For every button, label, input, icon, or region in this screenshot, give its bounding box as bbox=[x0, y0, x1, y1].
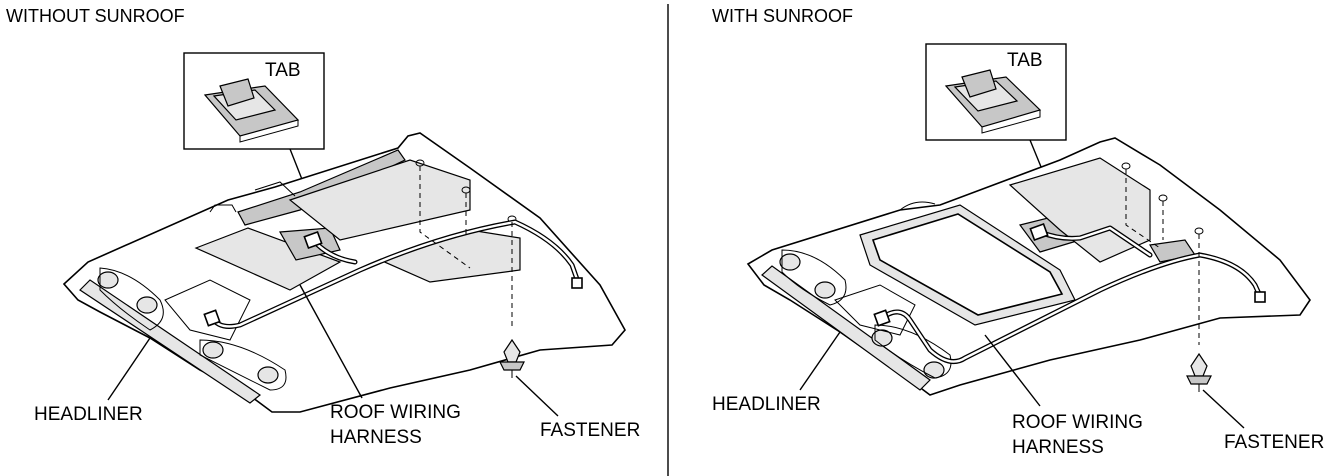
fastener-icon bbox=[499, 338, 525, 378]
roof-wiring-harness bbox=[873, 222, 1266, 365]
tab-clip-icon bbox=[944, 69, 1042, 134]
harness-label-line2: HARNESS bbox=[330, 427, 422, 448]
fastener-label: FASTENER bbox=[540, 420, 640, 441]
tab-label: TAB bbox=[1007, 50, 1043, 71]
headliner-leader bbox=[799, 331, 841, 391]
panel-title: WITHOUT SUNROOF bbox=[6, 6, 185, 26]
headliner-body bbox=[62, 132, 626, 413]
fastener-leader bbox=[1202, 389, 1245, 429]
roof-wiring-harness bbox=[203, 219, 583, 329]
tab-label: TAB bbox=[265, 60, 301, 81]
tab-clip-icon bbox=[203, 78, 300, 143]
panel-title: WITH SUNROOF bbox=[712, 6, 853, 26]
headliner-label: HEADLINER bbox=[34, 404, 143, 425]
fastener-guides bbox=[419, 166, 513, 330]
harness-label-line1: ROOF WIRING bbox=[330, 402, 461, 423]
harness-label-line2: HARNESS bbox=[1012, 437, 1104, 458]
harness-label-line1: ROOF WIRING bbox=[1012, 412, 1143, 433]
fastener-guides bbox=[1125, 169, 1200, 345]
panel-with-sunroof: WITH SUNROOF TAB bbox=[712, 6, 1324, 458]
headliner-label: HEADLINER bbox=[712, 394, 821, 415]
panel-without-sunroof: WITHOUT SUNROOF TAB bbox=[6, 6, 640, 448]
fastener-label: FASTENER bbox=[1224, 432, 1324, 453]
tab-callout: TAB bbox=[925, 43, 1067, 219]
harness-leader bbox=[984, 334, 1041, 407]
fastener-icon bbox=[1186, 352, 1212, 392]
harness-leader bbox=[299, 284, 363, 399]
headliner-leader bbox=[107, 337, 151, 401]
headliner-body bbox=[746, 137, 1311, 396]
fastener-leader bbox=[515, 375, 559, 417]
